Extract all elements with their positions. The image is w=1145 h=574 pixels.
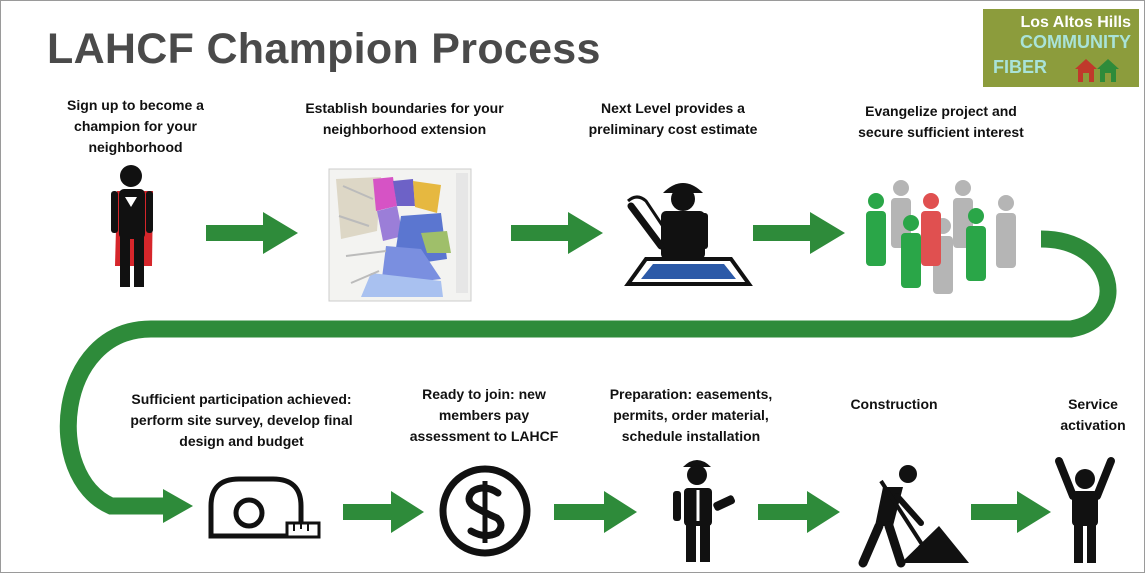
step-2-label: Establish boundaries for your neighborho… — [305, 100, 504, 137]
step-5-label: Sufficient participation achieved: perfo… — [130, 391, 353, 449]
step-7-label: Preparation: easements, permits, order m… — [609, 386, 773, 444]
celebrating-person-icon — [1055, 457, 1115, 563]
step-4-label: Evangelize project and secure sufficient… — [858, 103, 1024, 140]
digging-worker-icon — [858, 465, 969, 568]
page-title: LAHCF Champion Process — [47, 25, 601, 73]
dollar-coin-icon — [439, 465, 531, 557]
superhero-icon — [111, 165, 153, 287]
step-9-label: Service activation — [1060, 396, 1126, 433]
flow-arrow-3 — [753, 212, 845, 254]
flow-arrow-6 — [758, 491, 840, 533]
logo-line-2: COMMUNITY — [1020, 32, 1131, 52]
logo-line-3: FIBER — [993, 57, 1047, 77]
houses-icon — [1075, 59, 1119, 82]
neighborhood-map-icon — [328, 168, 472, 302]
step-3-label: Next Level provides a preliminary cost e… — [588, 100, 758, 137]
worker-plans-icon — [673, 460, 736, 562]
step-6-label: Ready to join: new members pay assessmen… — [409, 386, 559, 444]
engineer-blueprint-icon — [624, 183, 753, 286]
flow-arrow-7 — [971, 491, 1051, 533]
flow-arrow-1 — [206, 212, 298, 254]
flow-arrow-4 — [343, 491, 424, 533]
flow-arrow-5 — [554, 491, 637, 533]
logo-line-1: Los Altos Hills — [1020, 14, 1131, 31]
u-turn-connector — [59, 230, 1117, 515]
crowd-people-icon — [866, 180, 1016, 294]
step-1-label: Sign up to become a champion for your ne… — [67, 97, 204, 155]
community-fiber-logo: Los Altos Hills COMMUNITY FIBER — [983, 9, 1139, 87]
step-8-label: Construction — [850, 396, 938, 412]
tape-measure-icon — [208, 476, 321, 539]
flow-arrow-2 — [511, 212, 603, 254]
u-turn-arrowhead — [163, 489, 193, 523]
